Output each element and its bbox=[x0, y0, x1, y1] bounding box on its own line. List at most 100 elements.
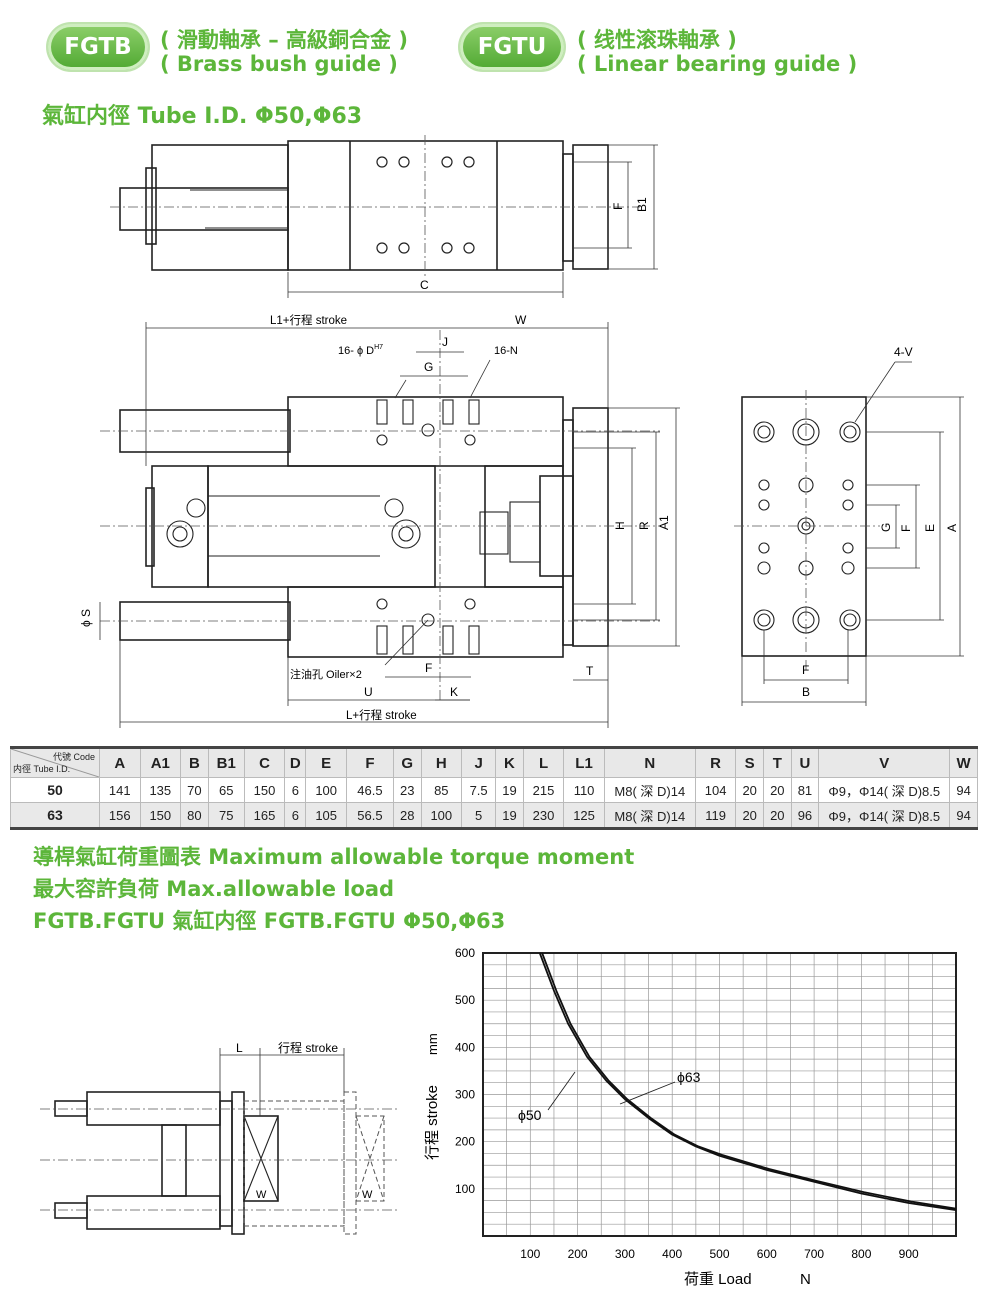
x-tick-label: 500 bbox=[709, 1247, 729, 1261]
y-tick-label: 600 bbox=[455, 946, 475, 960]
table-cell: 156 bbox=[99, 802, 141, 829]
dim-U: U bbox=[364, 685, 373, 699]
col-header: N bbox=[603, 747, 696, 778]
dim-W: W bbox=[515, 313, 527, 327]
col-header: K bbox=[495, 747, 524, 778]
table-cell: Φ9，Φ14( 深 D)8.5 bbox=[818, 802, 951, 829]
table-cell: 165 bbox=[243, 802, 286, 829]
load-title: 最大容許負荷 Max.allowable load bbox=[33, 877, 395, 901]
col-header: U bbox=[790, 747, 820, 778]
dim-4V: 4-V bbox=[894, 345, 913, 359]
x-tick-label: 400 bbox=[662, 1247, 682, 1261]
dim-16N: 16-N bbox=[494, 345, 518, 357]
col-header: R bbox=[694, 747, 737, 778]
col-header: G bbox=[392, 747, 422, 778]
y-tick-label: 100 bbox=[455, 1182, 475, 1196]
series-line-phi50 bbox=[538, 952, 957, 1211]
dim-K: K bbox=[450, 685, 458, 699]
chart-xunit: N bbox=[800, 1271, 811, 1288]
col-header: F bbox=[345, 747, 394, 778]
table-header-row: 代號 Code 内徑 Tube I.D. A A1 B B1 C D E F G… bbox=[10, 747, 978, 778]
col-header: E bbox=[305, 747, 347, 778]
table-cell: 94 bbox=[949, 802, 978, 829]
dim-F-top: F bbox=[611, 203, 625, 210]
d-hole-superscript: H7 bbox=[374, 344, 383, 351]
col-header: S bbox=[735, 747, 764, 778]
col-header: J bbox=[461, 747, 497, 778]
table-cell: 230 bbox=[522, 802, 565, 829]
spec-table: 代號 Code 内徑 Tube I.D. A A1 B B1 C D E F G… bbox=[10, 746, 978, 830]
x-tick-label: 100 bbox=[520, 1247, 540, 1261]
fgtu-title-cn: ( 线性滚珠軸承 ) bbox=[577, 28, 737, 52]
technical-drawing: F B1 C bbox=[79, 135, 964, 728]
col-header: A bbox=[99, 747, 141, 778]
table-cell: 19 bbox=[495, 802, 524, 829]
dim-E: E bbox=[923, 524, 937, 532]
table-cell: 80 bbox=[180, 802, 209, 829]
dim-D-hole: 16- ϕ DH7 bbox=[338, 344, 383, 357]
table-cell: M8( 深 D)14 bbox=[603, 777, 696, 803]
d-hole-label: 16- ϕ D bbox=[338, 345, 374, 357]
table-cell: 81 bbox=[790, 777, 820, 803]
dim-S: ϕ S bbox=[79, 609, 93, 627]
col-header: W bbox=[949, 747, 978, 778]
table-cell: 135 bbox=[139, 777, 182, 803]
table-cell: 20 bbox=[762, 777, 792, 803]
corner-bottom-label: 内徑 Tube I.D. bbox=[13, 764, 71, 774]
corner-diagonal bbox=[11, 749, 99, 777]
x-tick-label: 900 bbox=[899, 1247, 919, 1261]
table-cell: 46.5 bbox=[345, 777, 394, 803]
dim-H: H bbox=[613, 521, 627, 530]
table-cell: 150 bbox=[243, 777, 286, 803]
y-tick-label: 400 bbox=[455, 1040, 475, 1054]
fgtb-title-en: ( Brass bush guide ) bbox=[160, 52, 398, 76]
col-header: A1 bbox=[139, 747, 182, 778]
col-header: B1 bbox=[207, 747, 245, 778]
table-corner: 代號 Code 内徑 Tube I.D. bbox=[10, 747, 100, 778]
dim-F-bottom: F bbox=[802, 663, 809, 677]
x-tick-label: 300 bbox=[615, 1247, 635, 1261]
table-cell: 6 bbox=[284, 802, 307, 829]
chart-grid bbox=[482, 952, 957, 1237]
table-cell: M8( 深 D)14 bbox=[603, 802, 696, 829]
dim-A: A bbox=[945, 524, 959, 532]
col-header: D bbox=[284, 747, 307, 778]
table-cell: 65 bbox=[207, 777, 245, 803]
y-tick-label: 500 bbox=[455, 993, 475, 1007]
col-header: L1 bbox=[563, 747, 605, 778]
x-tick-label: 200 bbox=[568, 1247, 588, 1261]
col-header: B bbox=[180, 747, 209, 778]
table-cell: 119 bbox=[694, 802, 737, 829]
table-cell: Φ9，Φ14( 深 D)8.5 bbox=[818, 777, 951, 803]
col-header: C bbox=[243, 747, 286, 778]
chart-frame bbox=[482, 952, 957, 1237]
col-header: V bbox=[818, 747, 951, 778]
dim-R: R bbox=[637, 521, 651, 530]
series-label-phi50: ϕ50 bbox=[518, 1107, 542, 1123]
table-cell: 75 bbox=[207, 802, 245, 829]
col-header: L bbox=[522, 747, 565, 778]
dim-B: B bbox=[802, 685, 810, 699]
x-tick-label: 700 bbox=[804, 1247, 824, 1261]
table-cell: 105 bbox=[305, 802, 347, 829]
dim-F-side: F bbox=[899, 525, 913, 532]
chart-xlabel: 荷重 Load bbox=[684, 1271, 752, 1288]
dim-L-stroke: L+行程 stroke bbox=[346, 709, 417, 722]
torque-title: 導桿氣缸荷重圖表 Maximum allowable torque moment bbox=[33, 845, 635, 869]
chart-series-group bbox=[538, 952, 957, 1211]
table-cell: 100 bbox=[420, 802, 463, 829]
x-tick-label: 600 bbox=[757, 1247, 777, 1261]
dim-J: J bbox=[442, 335, 448, 349]
table-cell: 125 bbox=[563, 802, 605, 829]
dim-C: C bbox=[420, 278, 429, 292]
y-tick-label: 200 bbox=[455, 1135, 475, 1149]
row-tube-id: 63 bbox=[10, 802, 100, 829]
corner-top-label: 代號 Code bbox=[52, 752, 95, 762]
table-cell: 7.5 bbox=[461, 777, 497, 803]
fgtu-badge: FGTU bbox=[460, 24, 564, 70]
col-header: T bbox=[762, 747, 792, 778]
